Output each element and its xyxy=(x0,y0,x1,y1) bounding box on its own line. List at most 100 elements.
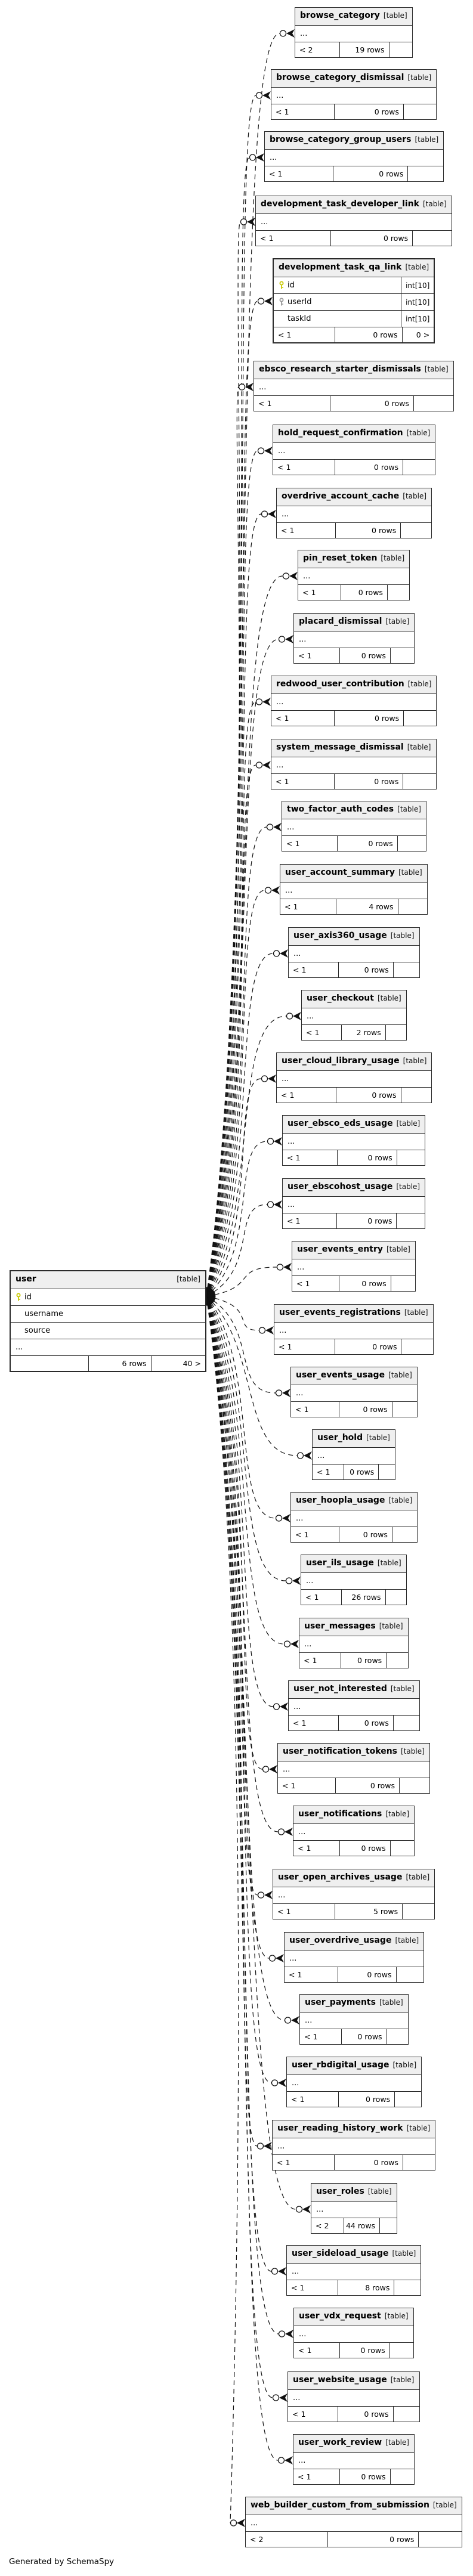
column-name: ... xyxy=(251,2519,258,2528)
column-row: ... xyxy=(294,631,415,648)
table-node-footer: < 2 0 rows xyxy=(246,2532,462,2547)
table-tag: [table] xyxy=(407,73,432,82)
table-name: user_ebscohost_usage xyxy=(287,1182,393,1191)
table-name: user xyxy=(16,1274,36,1284)
footer-out-degree xyxy=(394,2280,421,2295)
table-name: overdrive_account_cache xyxy=(282,491,400,501)
column-name: ... xyxy=(279,1326,287,1335)
table-node-header: user_hold[table] xyxy=(313,1430,395,1448)
table-node-header: user_open_archives_usage[table] xyxy=(273,1869,435,1887)
footer-degree: < 1 xyxy=(286,839,300,848)
footer-degree: < 1 xyxy=(292,2410,306,2419)
footer-row-count: 0 rows xyxy=(327,2532,418,2547)
footer-degree: < 2 xyxy=(250,2535,264,2544)
column-name: ... xyxy=(278,1891,286,1900)
column-name: ... xyxy=(261,218,268,227)
footer-out-degree xyxy=(389,1841,414,1856)
footer-out-degree xyxy=(400,1088,432,1103)
footer-out-degree xyxy=(386,2029,408,2044)
table-node-web_builder_custom_from_submission[interactable]: web_builder_custom_from_submission[table… xyxy=(245,2497,462,2547)
table-node-header: hold_request_confirmation[table] xyxy=(273,425,435,443)
footer-row-count: 0 rows xyxy=(334,711,403,726)
column-row: ... xyxy=(301,1573,406,1590)
table-name: user_hold xyxy=(317,1433,363,1442)
footer-row-count: 0 rows xyxy=(344,1465,378,1479)
table-tag: [table] xyxy=(397,805,421,813)
footer-degree: < 1 xyxy=(317,1467,330,1476)
table-node-ebsco_research_starter_dismissals[interactable]: ebsco_research_starter_dismissals[table]… xyxy=(253,361,454,411)
table-node-header: user_rbdigital_usage[table] xyxy=(287,2057,422,2075)
footer-out-degree xyxy=(387,585,409,600)
footer-row-count: 19 rows xyxy=(339,42,388,57)
column-row: ... xyxy=(293,2453,414,2469)
footer-degree: < 1 xyxy=(277,2158,290,2167)
table-name: user_account_summary xyxy=(285,868,395,877)
footer-out-degree xyxy=(402,2155,435,2170)
footer-row-count: 4 rows xyxy=(336,899,397,914)
table-node-header: user_notification_tokens[table] xyxy=(278,1744,429,1761)
footer-row-count: 0 rows xyxy=(332,166,408,181)
table-node-header: user_not_interested[table] xyxy=(289,1681,419,1699)
footer-out-degree xyxy=(397,836,426,851)
table-tag: [table] xyxy=(403,1057,427,1065)
footer-out-degree xyxy=(400,523,431,538)
table-tag: [table] xyxy=(404,1308,428,1317)
table-name: user_events_registrations xyxy=(279,1308,401,1317)
footer-row-count: 5 rows xyxy=(334,1904,402,1919)
table-name: ebsco_research_starter_dismissals xyxy=(259,364,421,374)
table-tag: [table] xyxy=(366,1433,390,1442)
column-name: ... xyxy=(299,635,307,644)
table-node-browse_category_group_users[interactable]: browse_category_group_users[table]...< 1… xyxy=(264,131,444,182)
footer-out-degree xyxy=(389,648,414,663)
table-node-header: user_sideload_usage[table] xyxy=(287,2246,421,2264)
column-row: ... xyxy=(280,883,427,899)
table-tag: [table] xyxy=(377,994,401,1002)
table-node-header: web_builder_custom_from_submission[table… xyxy=(246,2497,462,2515)
footer-row-count: 0 rows xyxy=(336,1213,396,1228)
table-node-development_task_developer_link[interactable]: development_task_developer_link[table]..… xyxy=(255,196,452,246)
table-tag: [table] xyxy=(384,2312,409,2320)
column-name: id xyxy=(287,281,295,290)
